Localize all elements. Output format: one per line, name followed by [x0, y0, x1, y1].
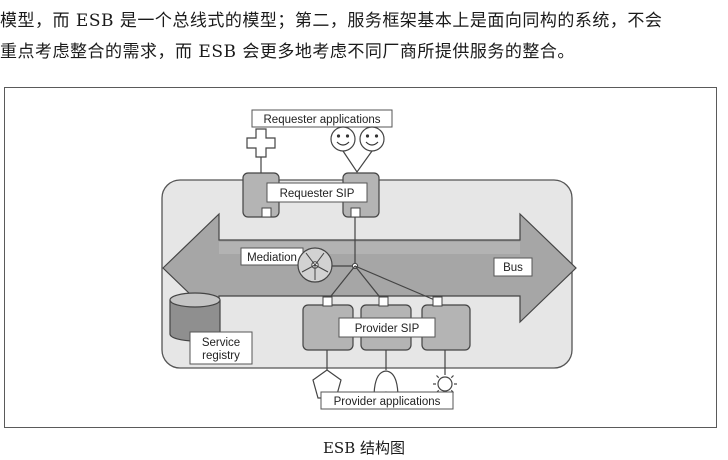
- smiley-face-icon-1: [330, 126, 356, 152]
- mediation-label: Mediation: [247, 252, 297, 264]
- bus-label-box: [493, 257, 533, 277]
- paragraph-line-1: 模型，而 ESB 是一个总线式的模型；第二，服务框架基本上是面向同构的系统，不会: [0, 11, 663, 31]
- requester-port-1: [261, 207, 272, 218]
- smiley-face-icon-2: [359, 126, 385, 152]
- body-paragraph: 模型，而 ESB 是一个总线式的模型；第二，服务框架基本上是面向同构的系统，不会…: [0, 6, 728, 68]
- provider-port-3: [432, 296, 443, 307]
- service-registry-database-icon: [169, 292, 221, 342]
- provider-sip-label: Provider SIP: [355, 323, 420, 335]
- bus-label: Bus: [503, 262, 523, 274]
- route-to-provider-2: [354, 265, 384, 302]
- provider-port-1: [322, 296, 333, 307]
- requester-applications-label: Requester applications: [264, 114, 381, 126]
- requester-sip-box: [266, 182, 368, 203]
- requester-sip-label: Requester SIP: [280, 188, 355, 200]
- paragraph-line-2: 重点考虑整合的需求，而 ESB 会更多地考虑不同厂商所提供服务的整合。: [0, 42, 575, 62]
- esb-diagram: Requester applications Requester SIP: [4, 87, 717, 428]
- provider-port-2: [378, 296, 389, 307]
- requester-applications-box: [251, 109, 393, 128]
- route-to-provider-1: [326, 265, 356, 302]
- service-registry-label-line1: Service: [202, 337, 240, 349]
- route-to-provider-3: [354, 265, 438, 302]
- figure-caption: ESB 结构图: [322, 439, 406, 457]
- service-registry-box: [189, 331, 253, 365]
- provider-applications-label: Provider applications: [334, 396, 441, 408]
- provider-sip-box: [338, 317, 436, 338]
- smiley-connector: [342, 150, 373, 174]
- provider-applications-box: [320, 391, 454, 410]
- requester-port-2: [350, 207, 361, 218]
- service-registry-label-line2: registry: [202, 350, 240, 362]
- provider-app-sun-icon: [433, 372, 457, 396]
- mediation-hub-icon: [297, 247, 333, 283]
- esb-diagram-svg: Requester applications Requester SIP: [161, 109, 577, 410]
- requester-app-cross-icon: [246, 128, 276, 158]
